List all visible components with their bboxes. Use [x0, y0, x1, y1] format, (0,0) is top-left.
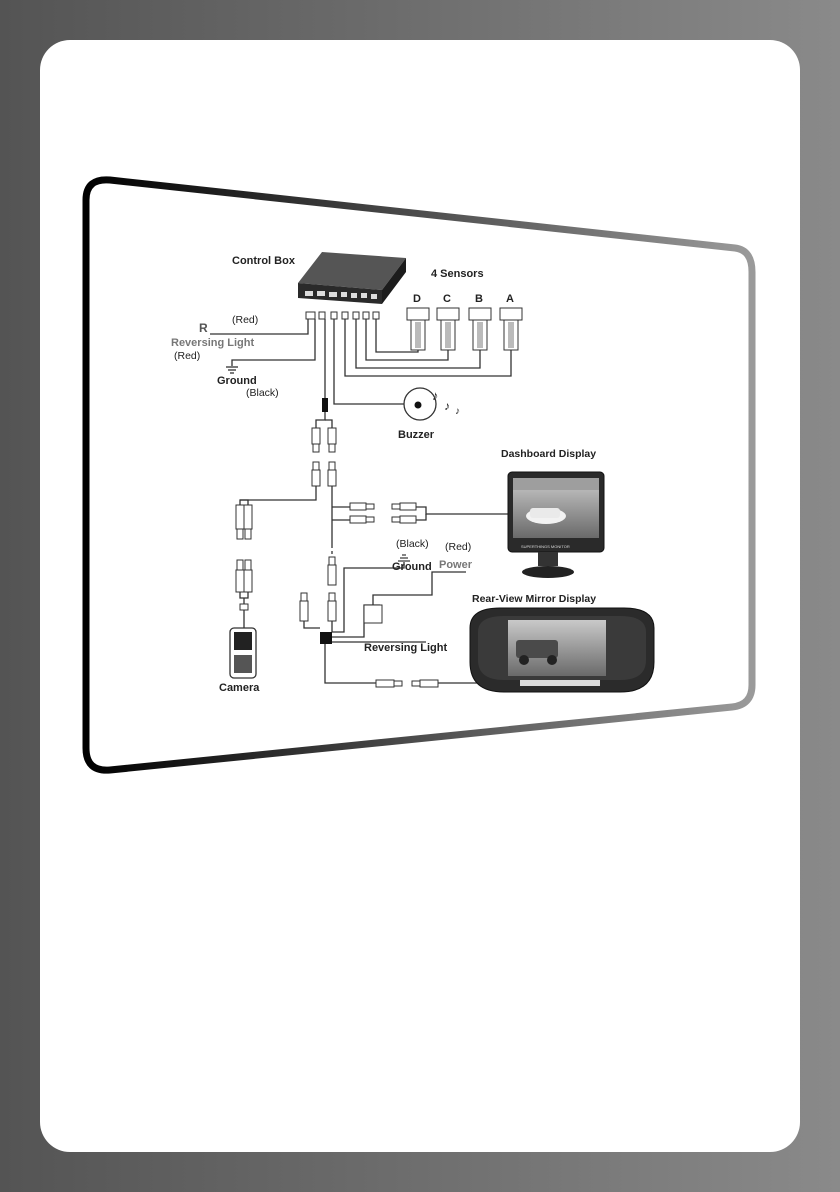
rear-view-mirror-display-label: Rear-View Mirror Display [472, 593, 596, 605]
camera [230, 628, 256, 678]
power-label: Power [439, 559, 473, 571]
ground-mid-label: Ground [392, 561, 432, 573]
monitor-brand-label: SUPERTHINGS MONITOR [521, 544, 570, 549]
svg-text:♪: ♪ [432, 388, 439, 403]
reversing-light-bottom-label: Reversing Light [364, 642, 447, 654]
r-mark: R [199, 321, 208, 335]
rear-view-mirror-display [470, 608, 654, 692]
svg-text:♪: ♪ [455, 406, 460, 417]
sensor-d-label: D [413, 293, 421, 305]
reversing-light-top-label: Reversing Light [171, 337, 254, 349]
ground-top-label: Ground [217, 375, 257, 387]
black-wire-mid-label: (Black) [396, 538, 429, 550]
red-wire-top-label: (Red) [232, 314, 258, 326]
control-box-label: Control Box [232, 255, 296, 267]
sensors-label: 4 Sensors [431, 268, 484, 280]
buzzer-label: Buzzer [398, 429, 435, 441]
sensor-a-label: A [506, 293, 514, 305]
red-wire-mid-label: (Red) [445, 541, 471, 553]
black-wire-top-label: (Black) [246, 387, 279, 399]
dashboard-display-label: Dashboard Display [501, 448, 596, 460]
camera-label: Camera [219, 682, 260, 694]
sensor-c-label: C [443, 293, 451, 305]
red-wire-left-label: (Red) [174, 350, 200, 362]
sensor-b-label: B [475, 293, 483, 305]
svg-text:♪: ♪ [444, 399, 450, 413]
